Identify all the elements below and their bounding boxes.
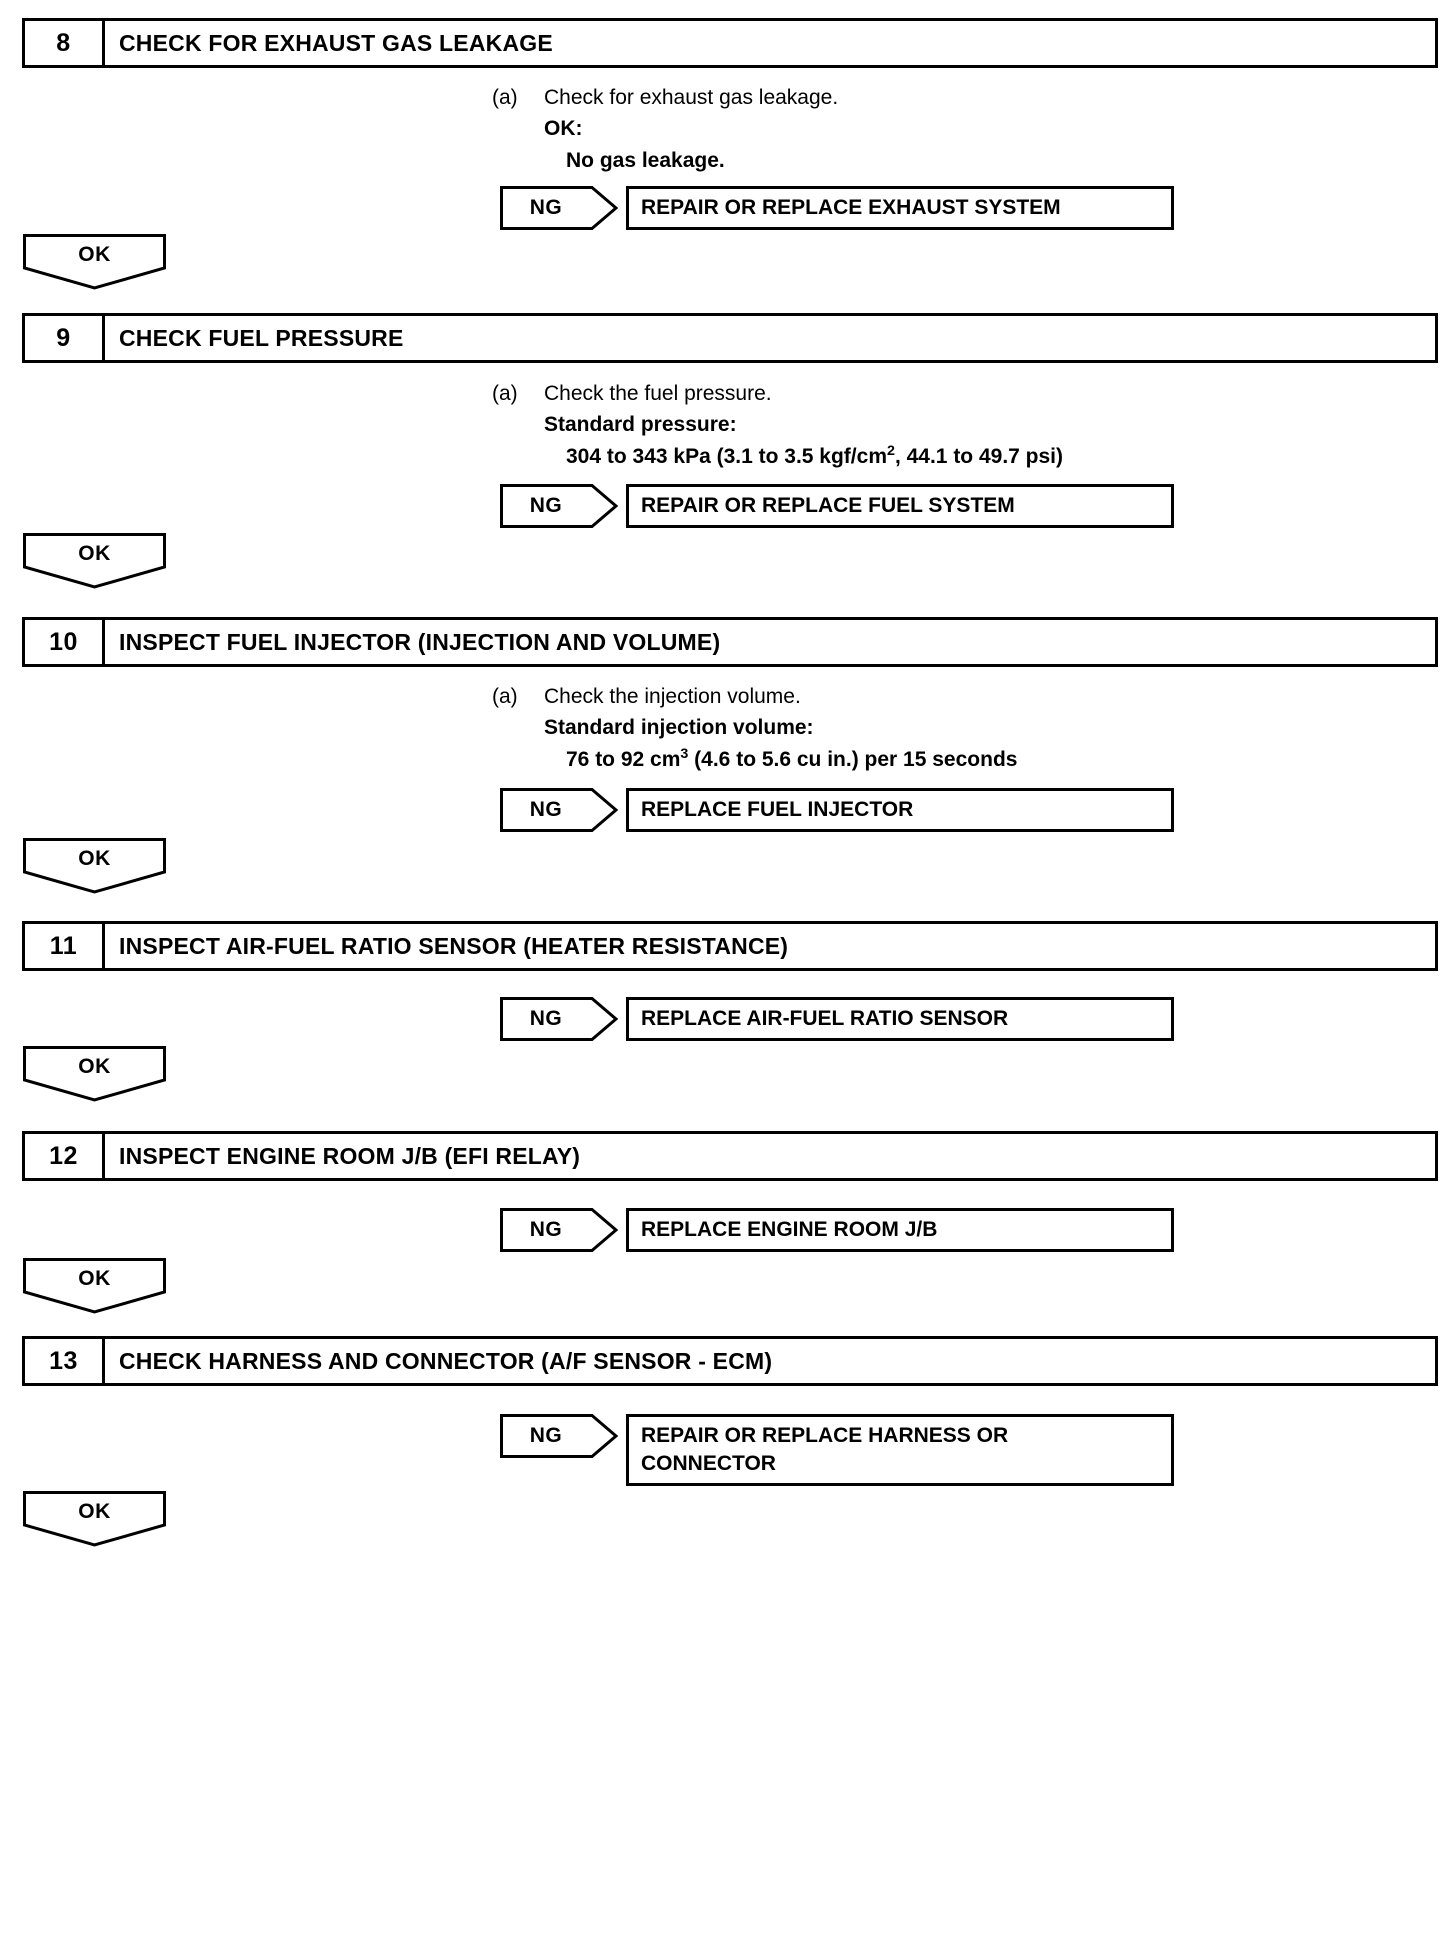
ng-label-11: NG: [529, 1007, 563, 1030]
ok-tag-9: OK: [23, 533, 166, 589]
ok-pentagon-icon: [23, 234, 166, 290]
step-box-11: 11 INSPECT AIR-FUEL RATIO SENSOR (HEATER…: [22, 921, 1438, 971]
ok-pentagon-icon: [23, 838, 166, 894]
step-box-9: 9 CHECK FUEL PRESSURE: [22, 313, 1438, 363]
spec-suffix: (4.6 to 5.6 cu in.) per 15 seconds: [688, 748, 1018, 771]
spec-superscript: 3: [680, 746, 689, 762]
ng-branch-13: NG REPAIR OR REPLACE HARNESS OR CONNECTO…: [500, 1414, 1174, 1486]
procedure-text: Check the fuel pressure.: [544, 382, 772, 405]
step-title-13: CHECK HARNESS AND CONNECTOR (A/F SENSOR …: [119, 1347, 773, 1374]
ok-tag-13: OK: [23, 1491, 166, 1547]
ng-branch-9: NG REPAIR OR REPLACE FUEL SYSTEM: [500, 484, 1174, 528]
step-number-10: 10: [25, 620, 105, 664]
step-number-12: 12: [25, 1134, 105, 1178]
procedure-sub-value: No gas leakage.: [566, 149, 725, 172]
ok-pentagon-icon: [23, 533, 166, 589]
procedure-block-9: (a) Check the fuel pressure. Standard pr…: [492, 378, 1452, 473]
ng-arrow-icon: [500, 484, 618, 528]
step-title-12: INSPECT ENGINE ROOM J/B (EFI RELAY): [119, 1142, 581, 1169]
procedure-sub-label: Standard pressure:: [544, 413, 737, 436]
ok-pentagon-icon: [23, 1046, 166, 1102]
ng-branch-11: NG REPLACE AIR-FUEL RATIO SENSOR: [500, 997, 1174, 1041]
procedure-block-10: (a) Check the injection volume. Standard…: [492, 681, 1452, 776]
procedure-marker: (a): [492, 86, 518, 109]
step-box-13: 13 CHECK HARNESS AND CONNECTOR (A/F SENS…: [22, 1336, 1438, 1386]
ok-label-12: OK: [78, 1267, 111, 1290]
procedure-sub-value: 76 to 92 cm3 (4.6 to 5.6 cu in.) per 15 …: [492, 743, 1452, 776]
step-title-11: INSPECT AIR-FUEL RATIO SENSOR (HEATER RE…: [119, 932, 789, 959]
ng-result-11: REPLACE AIR-FUEL RATIO SENSOR: [626, 997, 1174, 1041]
procedure-block-8: (a) Check for exhaust gas leakage. OK: N…: [492, 82, 1452, 177]
ng-tag-13: NG: [500, 1414, 618, 1458]
spec-suffix: , 44.1 to 49.7 psi): [894, 445, 1064, 468]
ok-pentagon-icon: [23, 1258, 166, 1314]
procedure-line: (a) Check the injection volume.: [492, 681, 1452, 712]
ok-tag-12: OK: [23, 1258, 166, 1314]
ok-label-8: OK: [78, 243, 111, 266]
ng-tag-9: NG: [500, 484, 618, 528]
ng-label-10: NG: [529, 798, 563, 821]
ng-result-13-line2: CONNECTOR: [641, 1452, 776, 1475]
step-box-8: 8 CHECK FOR EXHAUST GAS LEAKAGE: [22, 18, 1438, 68]
ng-label-9: NG: [529, 494, 563, 517]
ok-label-13: OK: [78, 1500, 111, 1523]
ng-tag-10: NG: [500, 788, 618, 832]
step-title-10: INSPECT FUEL INJECTOR (INJECTION AND VOL…: [119, 628, 721, 655]
ng-result-13-line1: REPAIR OR REPLACE HARNESS OR: [641, 1424, 1009, 1447]
ng-tag-8: NG: [500, 186, 618, 230]
ok-tag-8: OK: [23, 234, 166, 290]
procedure-line: (a) Check the fuel pressure.: [492, 378, 1452, 409]
procedure-sub-value: 304 to 343 kPa (3.1 to 3.5 kgf/cm2, 44.1…: [492, 440, 1452, 473]
ng-arrow-icon: [500, 1414, 618, 1458]
ok-tag-10: OK: [23, 838, 166, 894]
procedure-marker: (a): [492, 382, 518, 405]
ok-tag-11: OK: [23, 1046, 166, 1102]
ng-label-12: NG: [529, 1218, 563, 1241]
step-title-9: CHECK FUEL PRESSURE: [119, 324, 404, 351]
ng-label-13: NG: [529, 1424, 563, 1447]
step-number-13: 13: [25, 1339, 105, 1383]
procedure-text: Check for exhaust gas leakage.: [544, 86, 839, 109]
step-box-12: 12 INSPECT ENGINE ROOM J/B (EFI RELAY): [22, 1131, 1438, 1181]
ng-label-8: NG: [529, 196, 563, 219]
ok-pentagon-icon: [23, 1491, 166, 1547]
step-number-9: 9: [25, 316, 105, 360]
ng-arrow-icon: [500, 1208, 618, 1252]
step-title-8: CHECK FOR EXHAUST GAS LEAKAGE: [119, 29, 553, 56]
ng-arrow-icon: [500, 997, 618, 1041]
ng-tag-12: NG: [500, 1208, 618, 1252]
procedure-text: Check the injection volume.: [544, 685, 801, 708]
ng-tag-11: NG: [500, 997, 618, 1041]
spec-prefix: 304 to 343 kPa (3.1 to 3.5 kgf/cm: [566, 445, 887, 468]
ng-branch-8: NG REPAIR OR REPLACE EXHAUST SYSTEM: [500, 186, 1174, 230]
ng-arrow-icon: [500, 186, 618, 230]
step-number-11: 11: [25, 924, 105, 968]
procedure-line: (a) Check for exhaust gas leakage.: [492, 82, 1452, 113]
procedure-sub-label: OK:: [544, 117, 583, 140]
ng-result-13: REPAIR OR REPLACE HARNESS OR CONNECTOR: [626, 1414, 1174, 1486]
step-box-10: 10 INSPECT FUEL INJECTOR (INJECTION AND …: [22, 617, 1438, 667]
procedure-marker: (a): [492, 685, 518, 708]
ng-result-8: REPAIR OR REPLACE EXHAUST SYSTEM: [626, 186, 1174, 230]
ng-arrow-icon: [500, 788, 618, 832]
ng-branch-12: NG REPLACE ENGINE ROOM J/B: [500, 1208, 1174, 1252]
spec-superscript: 2: [887, 443, 895, 459]
ng-result-12: REPLACE ENGINE ROOM J/B: [626, 1208, 1174, 1252]
spec-prefix: 76 to 92 cm: [566, 748, 681, 771]
step-number-8: 8: [25, 21, 105, 65]
ok-label-10: OK: [78, 847, 111, 870]
procedure-sub-label: Standard injection volume:: [544, 716, 814, 739]
ok-label-11: OK: [78, 1055, 111, 1078]
ok-label-9: OK: [78, 542, 111, 565]
ng-result-10: REPLACE FUEL INJECTOR: [626, 788, 1174, 832]
ng-result-9: REPAIR OR REPLACE FUEL SYSTEM: [626, 484, 1174, 528]
ng-branch-10: NG REPLACE FUEL INJECTOR: [500, 788, 1174, 832]
